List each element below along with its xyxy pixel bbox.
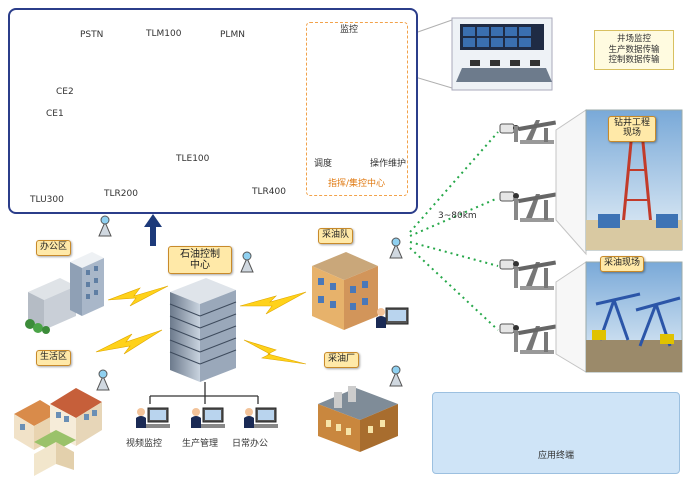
- drill-site-line1: 钻井工程: [613, 118, 650, 128]
- network-panel: [8, 8, 418, 214]
- daily-office-station: [244, 407, 278, 428]
- oil-team-workstation: [376, 307, 409, 328]
- drilling-site-photo: [585, 109, 683, 251]
- bottom-lan: [149, 382, 259, 404]
- site-control-line1: 井场监控: [616, 34, 651, 44]
- terminals-panel: [432, 392, 680, 474]
- tlr200-label: TLR200: [104, 189, 138, 199]
- site-control-line3: 控制数据传输: [608, 55, 660, 66]
- petro-center-tag: 石油控制 中心: [168, 246, 232, 274]
- ce1-label: CE1: [46, 109, 64, 119]
- antenna-icon: [96, 215, 403, 391]
- pstn-label: PSTN: [80, 30, 104, 40]
- drill-site-tag: 钻井工程 现场: [608, 116, 656, 142]
- oil-site-photo: [585, 261, 683, 373]
- video-control-station: [136, 407, 170, 428]
- operation-label: 操作维护: [370, 159, 407, 169]
- oil-team-building: [312, 252, 378, 330]
- dispatch-label: 调度: [314, 159, 333, 169]
- oil-team-tag: 采油队: [318, 228, 354, 244]
- video-control-label: 视频监控: [126, 439, 163, 449]
- tle100-label: TLE100: [176, 154, 210, 164]
- oil-site-tag: 采油现场: [600, 256, 645, 272]
- terminals-label: 应用终端: [538, 451, 575, 461]
- control-center-building: [169, 278, 237, 382]
- monitor-label: 监控: [340, 25, 359, 35]
- wireless-range-label: 3~80km: [438, 211, 477, 221]
- drill-site-line2: 现场: [622, 127, 641, 138]
- center-label: 指挥/集控中心: [328, 179, 386, 189]
- ce2-label: CE2: [56, 87, 74, 97]
- petro-center-line1: 石油控制: [180, 249, 220, 260]
- daily-office-label: 日常办公: [232, 439, 269, 449]
- pumpjack-sites: [499, 120, 557, 354]
- tlm100-label: TLM100: [146, 29, 182, 39]
- living-tag: 生活区: [36, 350, 72, 366]
- site-control-line2: 生产数据传输: [608, 44, 660, 55]
- living-houses: [14, 388, 102, 476]
- control-room-photo: [451, 17, 553, 91]
- command-center-box: [306, 22, 408, 196]
- wireless-links: [409, 131, 499, 331]
- office-building: [25, 252, 104, 334]
- petro-center-line2: 中心: [190, 260, 210, 271]
- site-zoom-lines: [555, 109, 587, 373]
- oil-plant-tag: 采油厂: [324, 352, 360, 368]
- wireless-lightning: [95, 285, 307, 365]
- production-mgmt-station: [191, 407, 225, 428]
- site-control-note: 井场监控 生产数据传输 控制数据传输: [594, 30, 674, 70]
- plmn-label: PLMN: [220, 30, 245, 40]
- oil-plant-building: [318, 386, 398, 452]
- production-mgmt-label: 生产管理: [182, 439, 219, 449]
- uplink-arrow: [144, 214, 162, 246]
- tlr400-label: TLR400: [252, 187, 286, 197]
- office-tag: 办公区: [36, 240, 72, 256]
- tlu300-label: TLU300: [30, 195, 64, 205]
